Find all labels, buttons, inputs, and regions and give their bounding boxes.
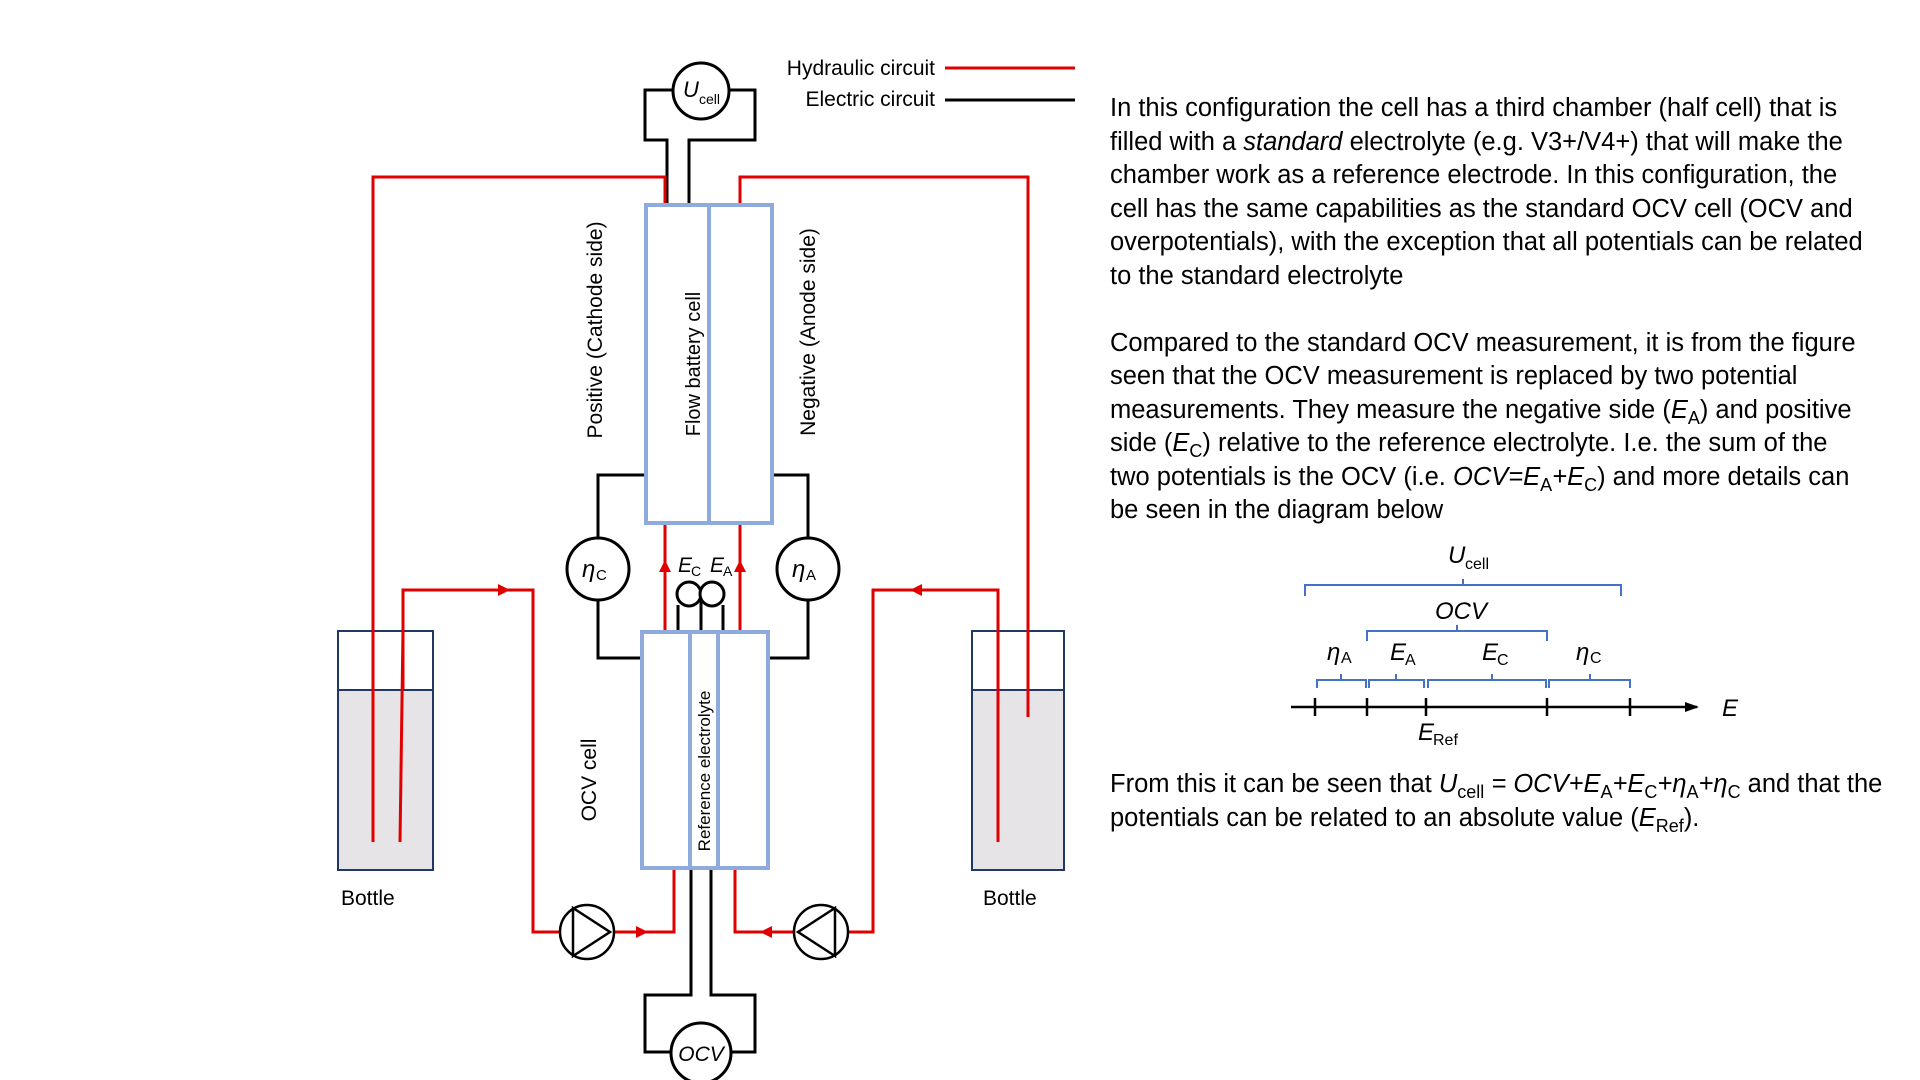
right-pump: [792, 903, 850, 961]
eta-a-label-sub: A: [1341, 650, 1352, 667]
eref-label: E: [1418, 719, 1435, 746]
legend: Hydraulic circuit Electric circuit: [787, 57, 1075, 111]
eta-a-bracket: [1316, 679, 1367, 688]
positive-side-label: Positive (Cathode side): [584, 221, 607, 438]
flow-battery-cell: [644, 203, 774, 525]
ea-bracket: [1368, 679, 1425, 688]
ocv-cell-label: OCV cell: [578, 739, 601, 822]
ocv-circuit: [643, 870, 757, 1054]
ucell-circuit: [643, 88, 757, 205]
ea-label-pd: E: [1390, 639, 1407, 666]
eta-c-label-sub: C: [1590, 650, 1602, 667]
eta-a-meter: η A: [775, 536, 841, 602]
legend-hydraulic-label: Hydraulic circuit: [787, 57, 935, 80]
ea-label-pd-sub: A: [1405, 652, 1416, 669]
ec-label-sub: C: [691, 563, 701, 579]
eta-c-meter: η C: [565, 536, 631, 602]
ucell-label: U: [1448, 542, 1466, 569]
e-axis-ticks: [1313, 698, 1632, 716]
eta-a-label: η: [1327, 639, 1340, 666]
ucell-bracket: [1304, 584, 1622, 596]
paragraph-3: From this it can be seen that Ucell = OC…: [1110, 770, 1883, 836]
ocv-label: OCV: [1435, 598, 1489, 625]
reference-electrolyte-label: Reference electrolyte: [695, 691, 714, 852]
paragraph-1: In this configuration the cell has a thi…: [1110, 94, 1863, 290]
ucell-meter: U cell: [671, 61, 731, 121]
svg-text:cell: cell: [699, 91, 720, 107]
svg-text:η: η: [792, 556, 805, 583]
ocv-cell: [640, 630, 770, 870]
eta-c-bracket: [1548, 679, 1631, 688]
eta-a-circuit: [768, 473, 810, 660]
ea-label: E: [710, 554, 725, 577]
svg-text:A: A: [806, 567, 816, 584]
svg-text:η: η: [582, 556, 595, 583]
svg-text:C: C: [596, 567, 607, 584]
potential-diagram: U cell OCV η A E A E C η C E: [1291, 542, 1739, 749]
svg-text:OCV: OCV: [678, 1043, 726, 1066]
negative-side-label: Negative (Anode side): [797, 228, 820, 436]
paragraph-2: Compared to the standard OCV measurement…: [1110, 328, 1856, 525]
ec-label-pd: E: [1482, 639, 1499, 666]
ec-label-pd-sub: C: [1497, 652, 1509, 669]
eref-label-sub: Ref: [1433, 732, 1458, 749]
left-bottle: [337, 630, 434, 871]
legend-electric-label: Electric circuit: [805, 88, 935, 111]
left-pump: [558, 903, 616, 961]
hydraulic-arrows: [498, 560, 922, 938]
eta-c-circuit: [596, 473, 645, 660]
ucell-label-sub: cell: [1465, 556, 1489, 573]
ea-label-sub: A: [723, 563, 733, 579]
ec-label: E: [678, 554, 693, 577]
right-bottle-label: Bottle: [983, 887, 1037, 910]
left-bottle-label: Bottle: [341, 887, 395, 910]
svg-text:U: U: [683, 77, 699, 102]
eta-c-label: η: [1576, 639, 1589, 666]
bottle-pipes: [371, 629, 1030, 843]
ea-sensor: [698, 580, 726, 608]
flow-battery-cell-label: Flow battery cell: [683, 292, 705, 437]
right-bottle: [971, 630, 1065, 871]
explanation-text: In this configuration the cell has a thi…: [1110, 92, 1870, 528]
ec-sensor: [675, 580, 703, 608]
e-axis-label: E: [1722, 695, 1739, 722]
ec-bracket: [1427, 679, 1547, 688]
ocv-meter: OCV: [669, 1021, 733, 1080]
